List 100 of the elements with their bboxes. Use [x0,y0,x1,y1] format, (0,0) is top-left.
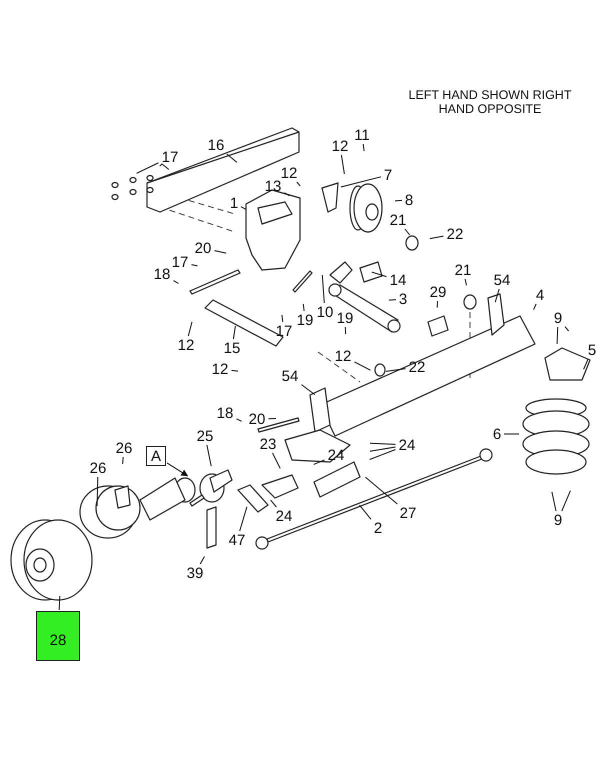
callout-number: 39 [184,565,206,581]
callout-number: 13 [262,178,284,194]
leader-line [364,476,398,504]
callout-number: 21 [452,262,474,278]
callout-number: 2 [372,520,384,536]
leader-line [369,449,396,460]
callout-number: 24 [396,437,418,453]
callout-number: 19 [294,312,316,328]
leader-line [272,452,281,469]
leader-line [369,446,396,452]
arrow [166,462,188,476]
note-text: LEFT HAND SHOWN RIGHT HAND OPPOSITE [408,88,572,117]
callout-number: 54 [280,368,300,384]
callout-number: 6 [491,426,503,442]
leader-line [362,144,365,152]
callout-number: 29 [428,284,448,300]
leader-line [583,358,589,370]
leader-line [236,418,242,422]
leader-line [429,236,444,240]
callout-number: 17 [170,254,190,270]
callout-number: 20 [246,411,268,427]
leader-line [436,300,438,308]
leader-line [370,442,396,445]
leader-line [564,326,570,332]
callout-number: 1 [228,195,240,211]
leader-line [191,264,198,266]
leader-line [301,384,316,396]
leader-line [281,314,284,322]
callout-number: 12 [330,138,350,154]
leader-line [136,162,159,174]
leader-line [313,459,325,465]
callout-number: 18 [214,405,236,421]
callout-number: 22 [444,226,466,242]
callout-number: 12 [332,348,354,364]
leader-line [96,476,98,506]
leader-line [340,176,382,188]
callout-number: 16 [206,137,226,153]
leader-line [533,304,537,310]
callout-number: 22 [406,359,428,375]
leader-line [173,280,179,284]
leader-line [322,274,325,304]
leader-line [340,154,345,174]
callout-number: 25 [194,428,216,444]
callout-number: 17 [160,149,180,165]
callout-number: 26 [88,460,108,476]
callout-number: 27 [398,505,418,521]
callout-number: 5 [586,342,598,358]
leader-line [122,456,124,465]
callout-number: 23 [258,436,278,452]
leader-line [494,288,500,303]
callout-number: 15 [222,340,242,356]
leader-line [240,206,246,210]
callout-number: 26 [114,440,134,456]
leader-line [551,491,556,512]
callout-number: 8 [403,192,415,208]
callout-number: 12 [176,337,196,353]
callout-number: 9 [552,310,564,326]
callout-number: 24 [274,508,294,524]
leader-line [226,154,238,163]
leader-line [232,326,236,340]
leader-line [231,370,239,372]
callout-number: 54 [492,272,512,288]
leader-line [159,163,170,170]
leader-line [284,192,290,196]
leader-line [404,228,410,236]
leader-line [561,490,571,512]
leader-line [386,368,406,372]
leader-line [239,506,248,532]
callout-number: 21 [388,212,408,228]
callout-number: 9 [552,512,564,528]
leader-line [270,500,277,508]
callout-number: 14 [388,272,408,288]
callout-number: 7 [382,167,394,183]
leader-line [344,326,346,334]
callout-number: 20 [192,240,214,256]
callout-number: 12 [278,165,300,181]
leader-line [556,326,558,344]
leader-line [394,200,402,202]
callout-number: 18 [152,266,172,282]
leader-line [214,250,227,254]
highlighted-callout: 28 [36,611,80,661]
leader-line [296,182,301,186]
leader-line [388,299,396,301]
leader-line [200,556,205,564]
leader-line [464,278,467,286]
leader-line [206,444,212,467]
leader-line [359,504,372,520]
leader-line [302,303,305,312]
leader-line [58,596,60,610]
callout-number: 12 [210,361,230,377]
callout-number: 47 [226,532,248,548]
callout-number: 3 [397,291,409,307]
leader-line [371,272,387,278]
leader-line [268,418,276,420]
callout-number: 4 [534,287,546,303]
leader-line [354,361,371,371]
callout-number: 11 [352,127,372,143]
callout-number: 19 [334,310,356,326]
leader-line [188,321,192,336]
callout-number: 10 [314,304,336,320]
